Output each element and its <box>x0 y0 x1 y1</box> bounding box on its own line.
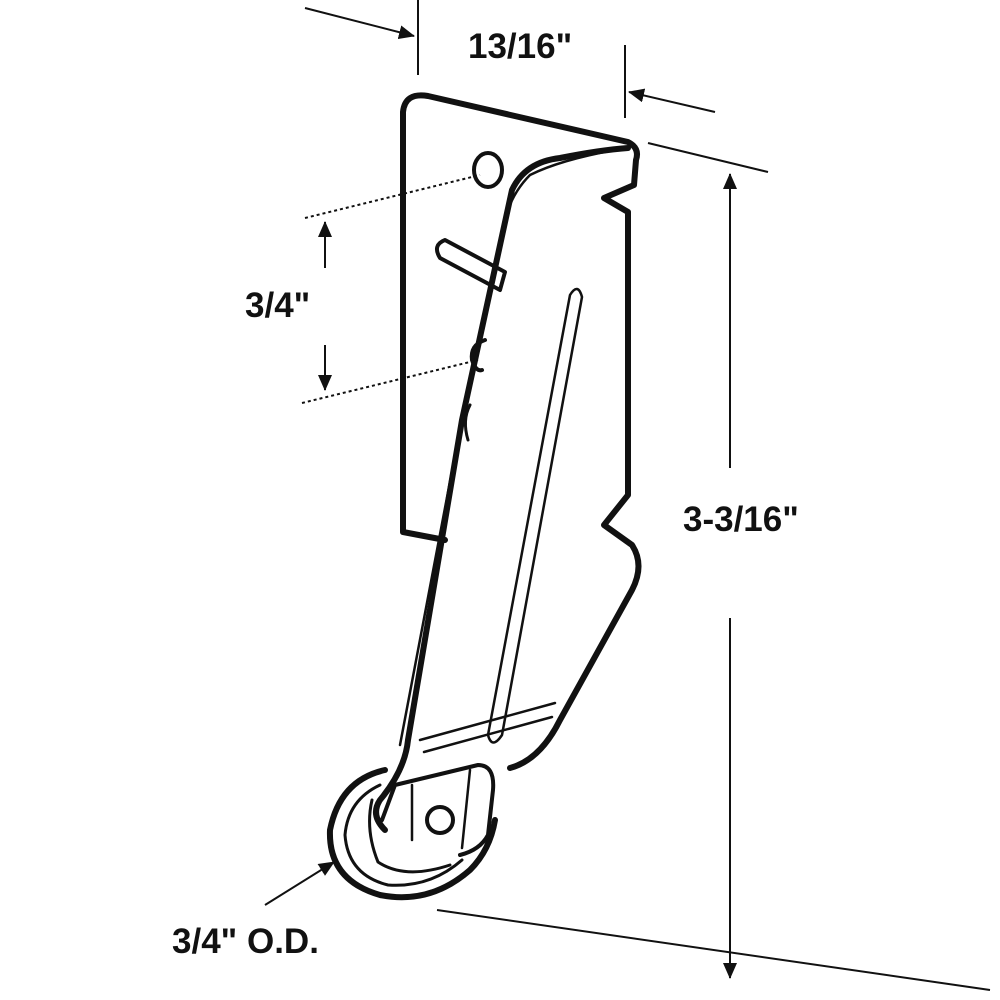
height-dimension-label: 3-3/16" <box>683 500 799 539</box>
axle <box>425 805 455 835</box>
hole-spacing-dimension-label: 3/4" <box>245 286 311 325</box>
wheel <box>326 767 498 901</box>
back-plate <box>400 92 642 771</box>
adjustment-slot <box>434 238 507 292</box>
mounting-hole-top <box>472 151 504 189</box>
width-dimension-label: 13/16" <box>468 27 573 66</box>
mounting-hole-bottom <box>469 338 487 373</box>
bracket-arm <box>373 145 631 833</box>
wheel-diameter-label: 3/4" O.D. <box>172 922 319 961</box>
center-rib <box>486 287 584 744</box>
